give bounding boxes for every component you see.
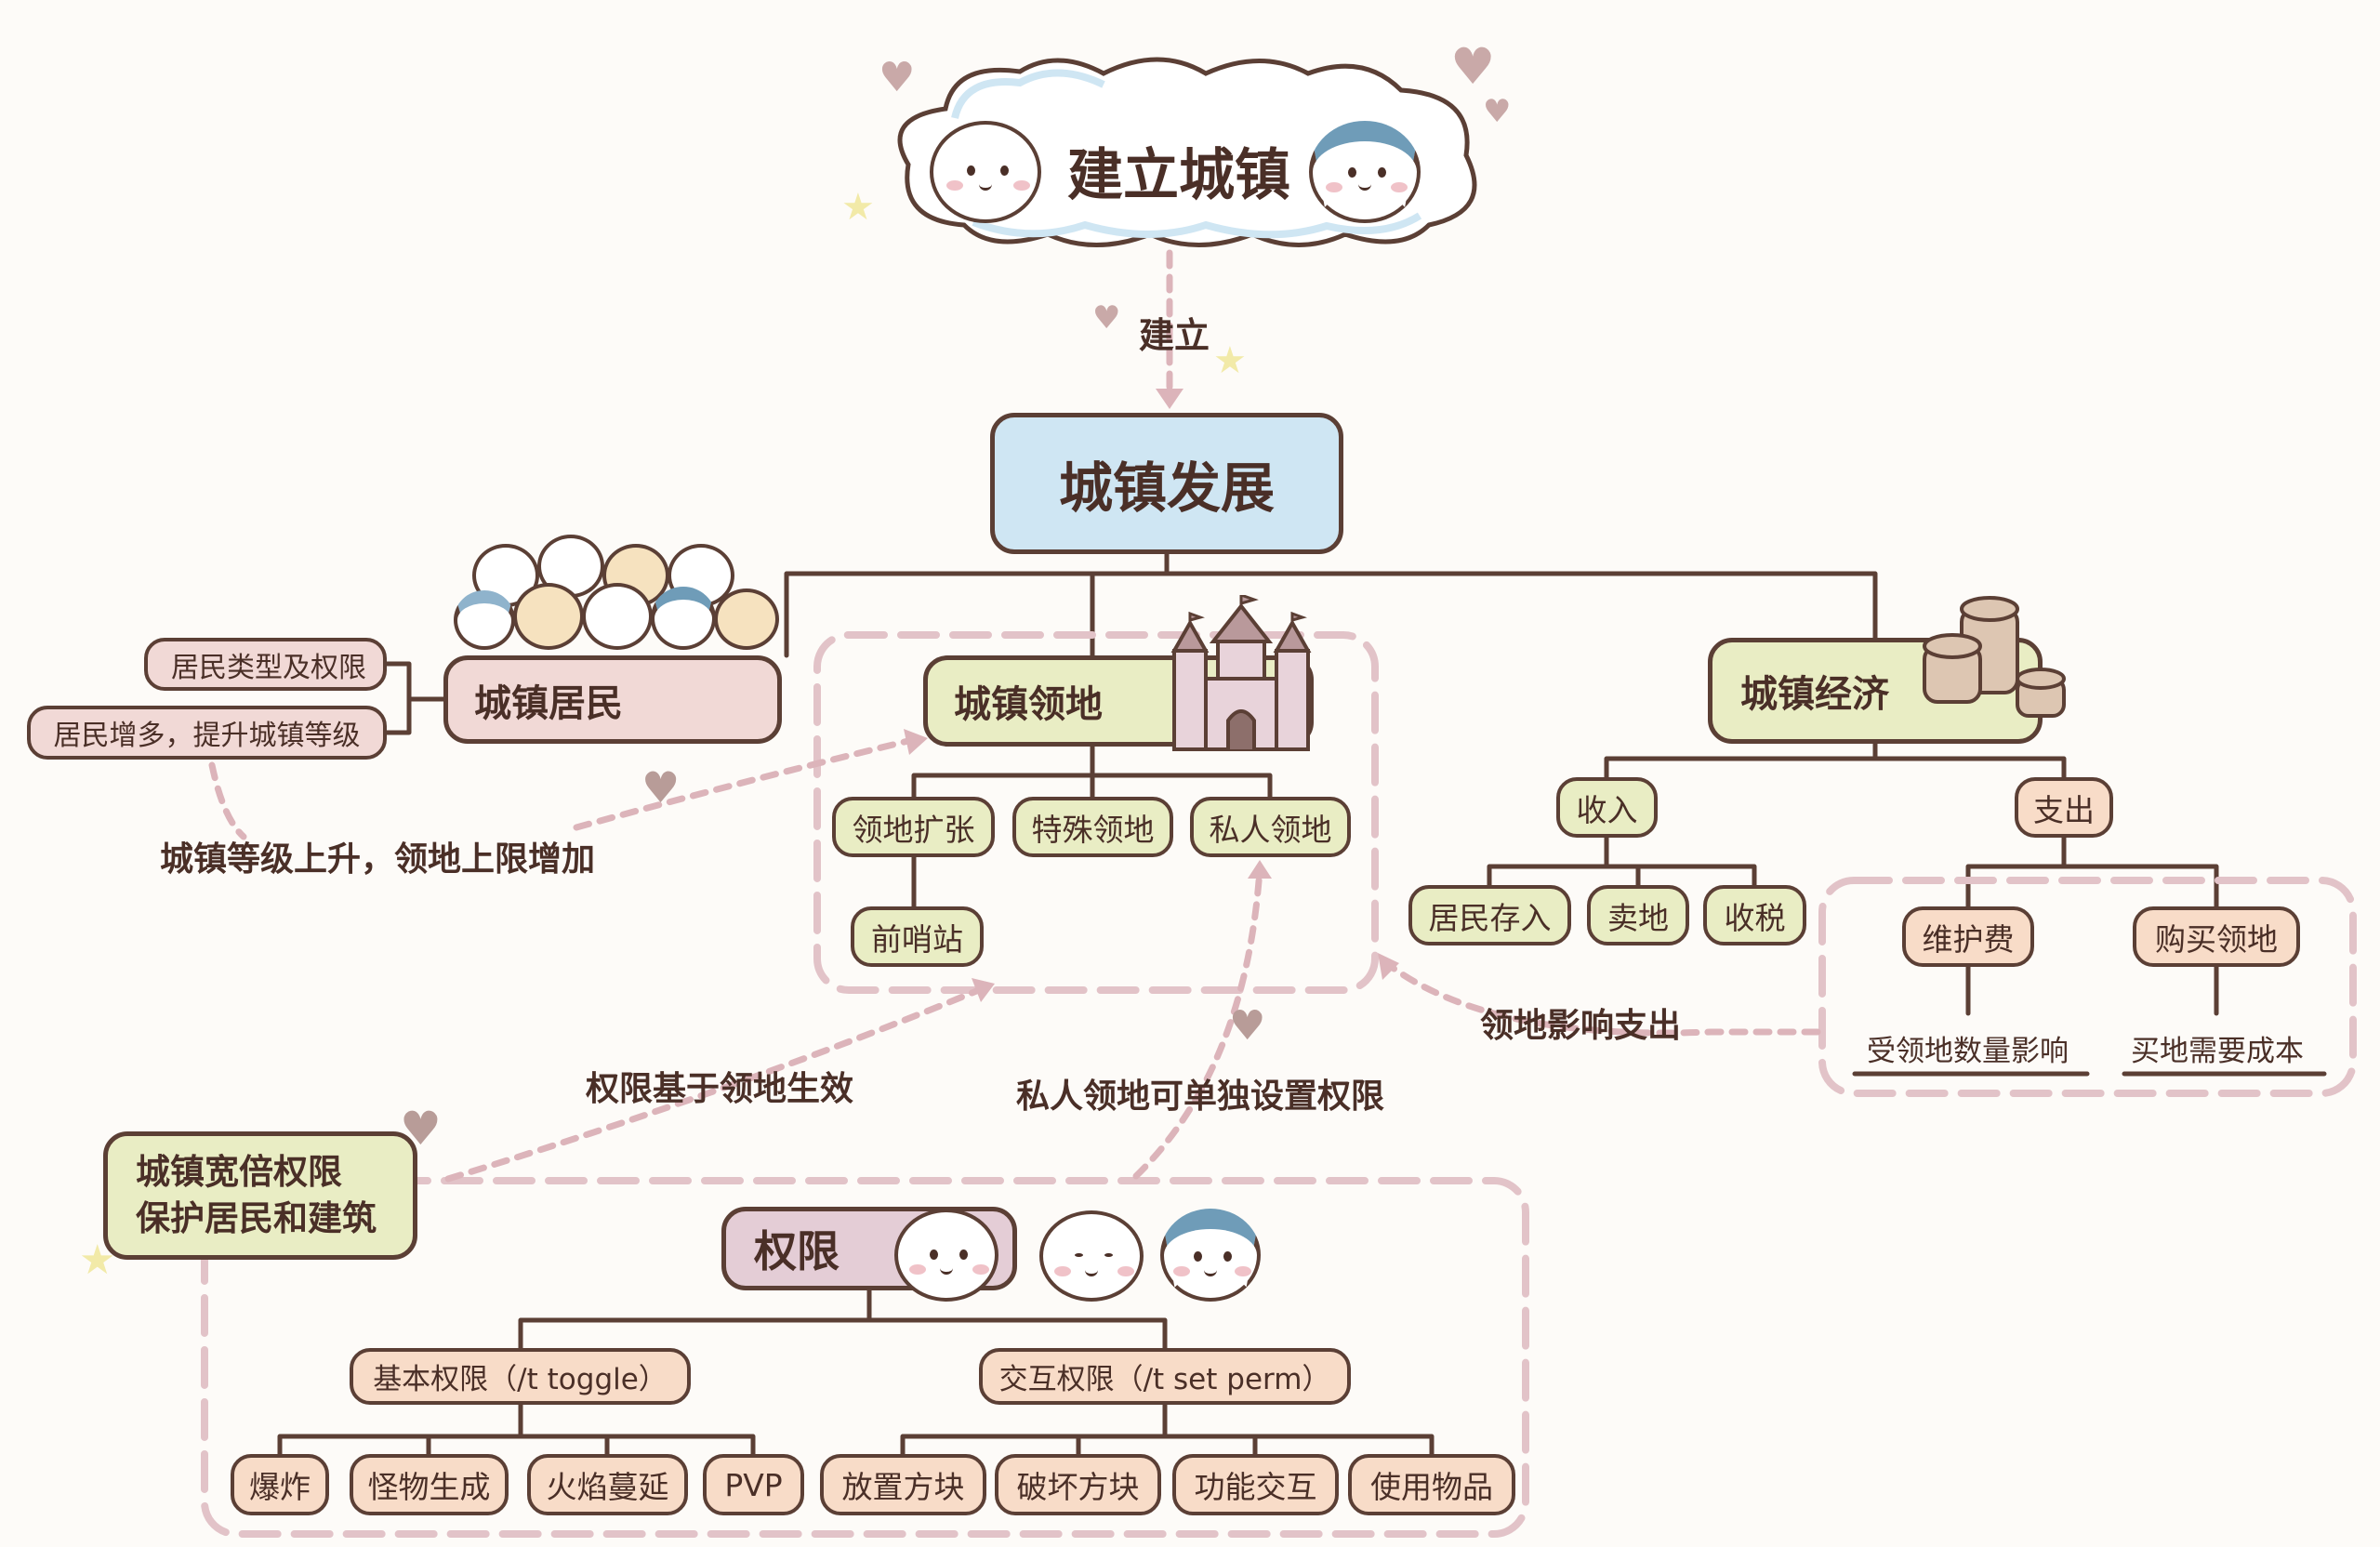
dashed-level	[208, 761, 247, 840]
arrowhead-private	[1248, 860, 1272, 879]
income-node[interactable]: 收入	[1556, 777, 1658, 838]
star-icon: ★	[1213, 339, 1247, 382]
basic-permissions-node[interactable]: 基本权限（/t toggle）	[350, 1348, 691, 1405]
connector-interact	[900, 1402, 1435, 1457]
castle-icon	[1170, 595, 1312, 751]
bear-face-icon	[1039, 1210, 1144, 1302]
arrowhead-effect	[1378, 953, 1399, 980]
connector-income	[1487, 835, 1757, 888]
bear-face-icon	[894, 1209, 998, 1302]
basic-permission-item[interactable]: 怪物生成	[350, 1454, 509, 1515]
residents-note: 城镇等级上升，领地上限增加	[160, 840, 596, 879]
cat-face-icon	[1309, 121, 1421, 223]
residents-node[interactable]: 城镇居民	[443, 655, 782, 744]
heart-icon: ♥	[641, 762, 681, 813]
territory-child[interactable]: 私人领地	[1190, 797, 1351, 857]
expense-item[interactable]: 购买领地	[2133, 906, 2300, 967]
residents-characters	[454, 535, 788, 655]
connector-economy	[1604, 741, 2067, 780]
expense-region	[1818, 877, 2357, 1097]
expense-note: 买地需要成本	[2131, 1035, 2304, 1068]
coins-icon	[1923, 596, 2066, 718]
interact-permissions-node[interactable]: 交互权限（/t set perm）	[979, 1348, 1351, 1405]
heart-icon: ♥	[1229, 1002, 1266, 1050]
star-icon: ★	[79, 1236, 116, 1284]
connector-residents	[384, 661, 446, 735]
arrowhead-perm	[972, 978, 995, 1002]
star-icon: ★	[841, 186, 875, 229]
callout-line: 保护居民和建筑	[136, 1198, 377, 1238]
territory-effect-label: 领地影响支出	[1480, 1007, 1682, 1045]
interact-permission-item[interactable]: 功能交互	[1172, 1454, 1339, 1515]
link-private-perm: 私人领地可单独设置权限	[1016, 1078, 1385, 1116]
interact-permission-item[interactable]: 使用物品	[1348, 1454, 1515, 1515]
residents-item[interactable]: 居民类型及权限	[144, 638, 387, 691]
heart-icon: ♥	[1450, 37, 1496, 96]
income-item[interactable]: 居民存入	[1408, 885, 1571, 945]
expense-node[interactable]: 支出	[2015, 777, 2113, 838]
basic-permission-item[interactable]: 火焰蔓延	[527, 1454, 688, 1515]
interact-permission-item[interactable]: 破坏方块	[995, 1454, 1161, 1515]
territory-grandchild[interactable]: 前哨站	[851, 906, 984, 967]
connector-root	[784, 551, 1878, 658]
basic-permission-item[interactable]: PVP	[703, 1454, 804, 1515]
permissions-callout: 城镇宽倍权限 保护居民和建筑	[103, 1131, 417, 1260]
income-item[interactable]: 收税	[1703, 885, 1806, 945]
interact-permission-item[interactable]: 放置方块	[820, 1454, 986, 1515]
heart-icon: ♥	[879, 54, 916, 101]
dashed-perm-territory	[444, 984, 989, 1183]
connector-territory	[911, 744, 1273, 909]
page-title: 建立城镇	[1067, 143, 1290, 208]
bear-face-icon	[930, 121, 1041, 223]
arrowhead-territory	[904, 729, 928, 755]
income-item[interactable]: 卖地	[1587, 885, 1689, 945]
basic-permission-item[interactable]: 爆炸	[231, 1454, 329, 1515]
dashed-level-to-territory	[573, 735, 919, 831]
callout-line: 城镇宽倍权限	[136, 1152, 342, 1193]
heart-icon: ♥	[1483, 93, 1512, 130]
heart-icon: ♥	[1092, 299, 1121, 337]
permissions-region	[201, 1177, 1529, 1538]
root-node[interactable]: 城镇发展	[990, 413, 1343, 554]
cat-face-icon	[1160, 1209, 1261, 1302]
connector-expense	[1965, 835, 2219, 1016]
territory-child[interactable]: 领地扩张	[832, 797, 995, 857]
edge-label-build: 建立	[1139, 315, 1210, 356]
link-perm-territory: 权限基于领地生效	[586, 1070, 854, 1108]
dashed-effect	[1382, 959, 1821, 1037]
connector-basic	[277, 1402, 756, 1457]
expense-item[interactable]: 维护费	[1902, 906, 2034, 967]
arrowhead-build	[1156, 389, 1183, 409]
connector-permissions	[518, 1288, 1168, 1351]
heart-icon: ♥	[400, 1102, 442, 1156]
residents-item[interactable]: 居民增多，提升城镇等级	[27, 706, 387, 760]
territory-region	[813, 631, 1379, 994]
territory-child[interactable]: 特殊领地	[1012, 797, 1173, 857]
dashed-perm-private	[1132, 866, 1263, 1180]
expense-note: 受领地数量影响	[1867, 1035, 2069, 1068]
permissions-title: 权限	[754, 1226, 840, 1276]
